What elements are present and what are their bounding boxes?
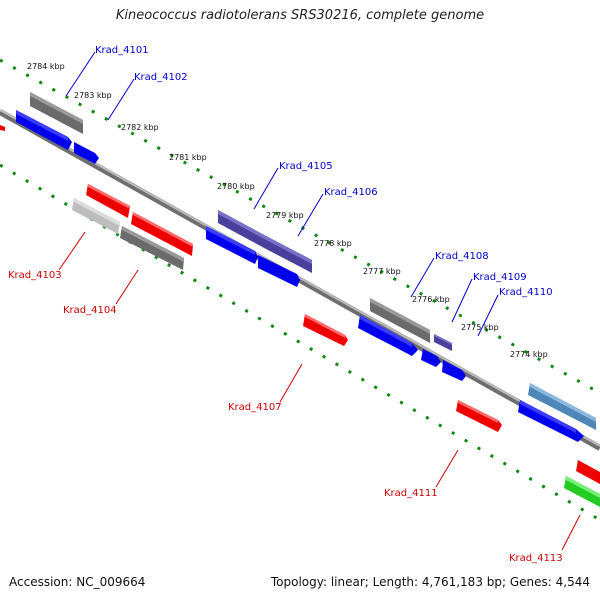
gene-label[interactable]: Krad_4104 [63, 305, 117, 316]
scale-track-upper [0, 58, 600, 395]
kbp-label: 2779 kbp [266, 211, 304, 220]
accession-text: Accession: NC_009664 [9, 575, 146, 589]
gene-krad-4105[interactable] [218, 210, 268, 250]
leader-line [477, 294, 499, 337]
gene-blue-4[interactable] [358, 315, 418, 356]
gene-krad-4106[interactable] [268, 237, 312, 273]
gene-blue-1[interactable] [16, 110, 72, 150]
gene-label[interactable]: Krad_4111 [384, 488, 438, 499]
gene-red-2[interactable] [131, 212, 193, 256]
gene-steel-blue[interactable] [528, 383, 596, 430]
gene-krad-4108[interactable] [370, 298, 430, 343]
gene-red-1[interactable] [86, 184, 130, 218]
leader-line [253, 167, 279, 210]
gene-krad-4103[interactable] [72, 198, 120, 234]
kbp-label: 2777 kbp [363, 267, 401, 276]
page-title: Kineococcus radiotolerans SRS30216, comp… [115, 8, 485, 23]
topology-text: Topology: linear; Length: 4,761,183 bp; … [270, 575, 590, 589]
backbone-highlight [0, 109, 600, 447]
gene-krad-4102[interactable] [74, 142, 99, 164]
gene-label[interactable]: Krad_4103 [8, 270, 62, 281]
leader-line [561, 514, 581, 551]
kbp-label: 2784 kbp [27, 62, 65, 71]
leader-line [107, 78, 135, 121]
kbp-label: 2774 kbp [510, 350, 548, 359]
gene-red-right[interactable] [576, 460, 600, 484]
gene-label[interactable]: Krad_4105 [279, 161, 333, 172]
gene-label[interactable]: Krad_4113 [509, 553, 563, 564]
gene-krad-4109[interactable] [434, 334, 452, 351]
leader-line [115, 269, 139, 305]
gene-label[interactable]: Krad_4101 [95, 45, 149, 56]
gene-krad-4111[interactable] [456, 400, 502, 432]
leader-line [297, 193, 324, 237]
gene-label[interactable]: Krad_4107 [228, 402, 282, 413]
gene-label[interactable]: Krad_4108 [435, 251, 489, 262]
kbp-label: 2780 kbp [217, 182, 255, 191]
gene-label[interactable]: Krad_4106 [324, 187, 378, 198]
kbp-label: 2782 kbp [121, 123, 159, 132]
gene-blue-5[interactable] [442, 360, 466, 381]
leader-line [451, 278, 473, 323]
gene-krad-4113[interactable] [564, 476, 600, 507]
kbp-label: 2783 kbp [74, 91, 112, 100]
kbp-label: 2775 kbp [461, 323, 499, 332]
leader-line [410, 257, 435, 298]
kbp-label: 2778 kbp [314, 239, 352, 248]
leader-line [279, 363, 303, 403]
gene-blue-2[interactable] [206, 226, 258, 264]
leader-line [65, 51, 96, 97]
gene-label[interactable]: Krad_4102 [134, 72, 188, 83]
gene-label[interactable]: Krad_4109 [473, 272, 527, 283]
gene-krad-4101[interactable] [30, 92, 83, 134]
leader-line [435, 449, 459, 488]
kbp-label: 2781 kbp [169, 153, 207, 162]
gene-krad-4107[interactable] [303, 314, 348, 346]
leader-line [58, 231, 86, 271]
gene-blue-3[interactable] [258, 255, 300, 287]
gene-blue-6[interactable] [518, 400, 584, 442]
gene-red-stub-left[interactable] [0, 125, 5, 131]
gene-krad-4110-arrow[interactable] [421, 349, 441, 367]
gene-krad-4104[interactable] [120, 226, 184, 270]
gene-label[interactable]: Krad_4110 [499, 287, 553, 298]
kbp-label: 2776 kbp [412, 295, 450, 304]
